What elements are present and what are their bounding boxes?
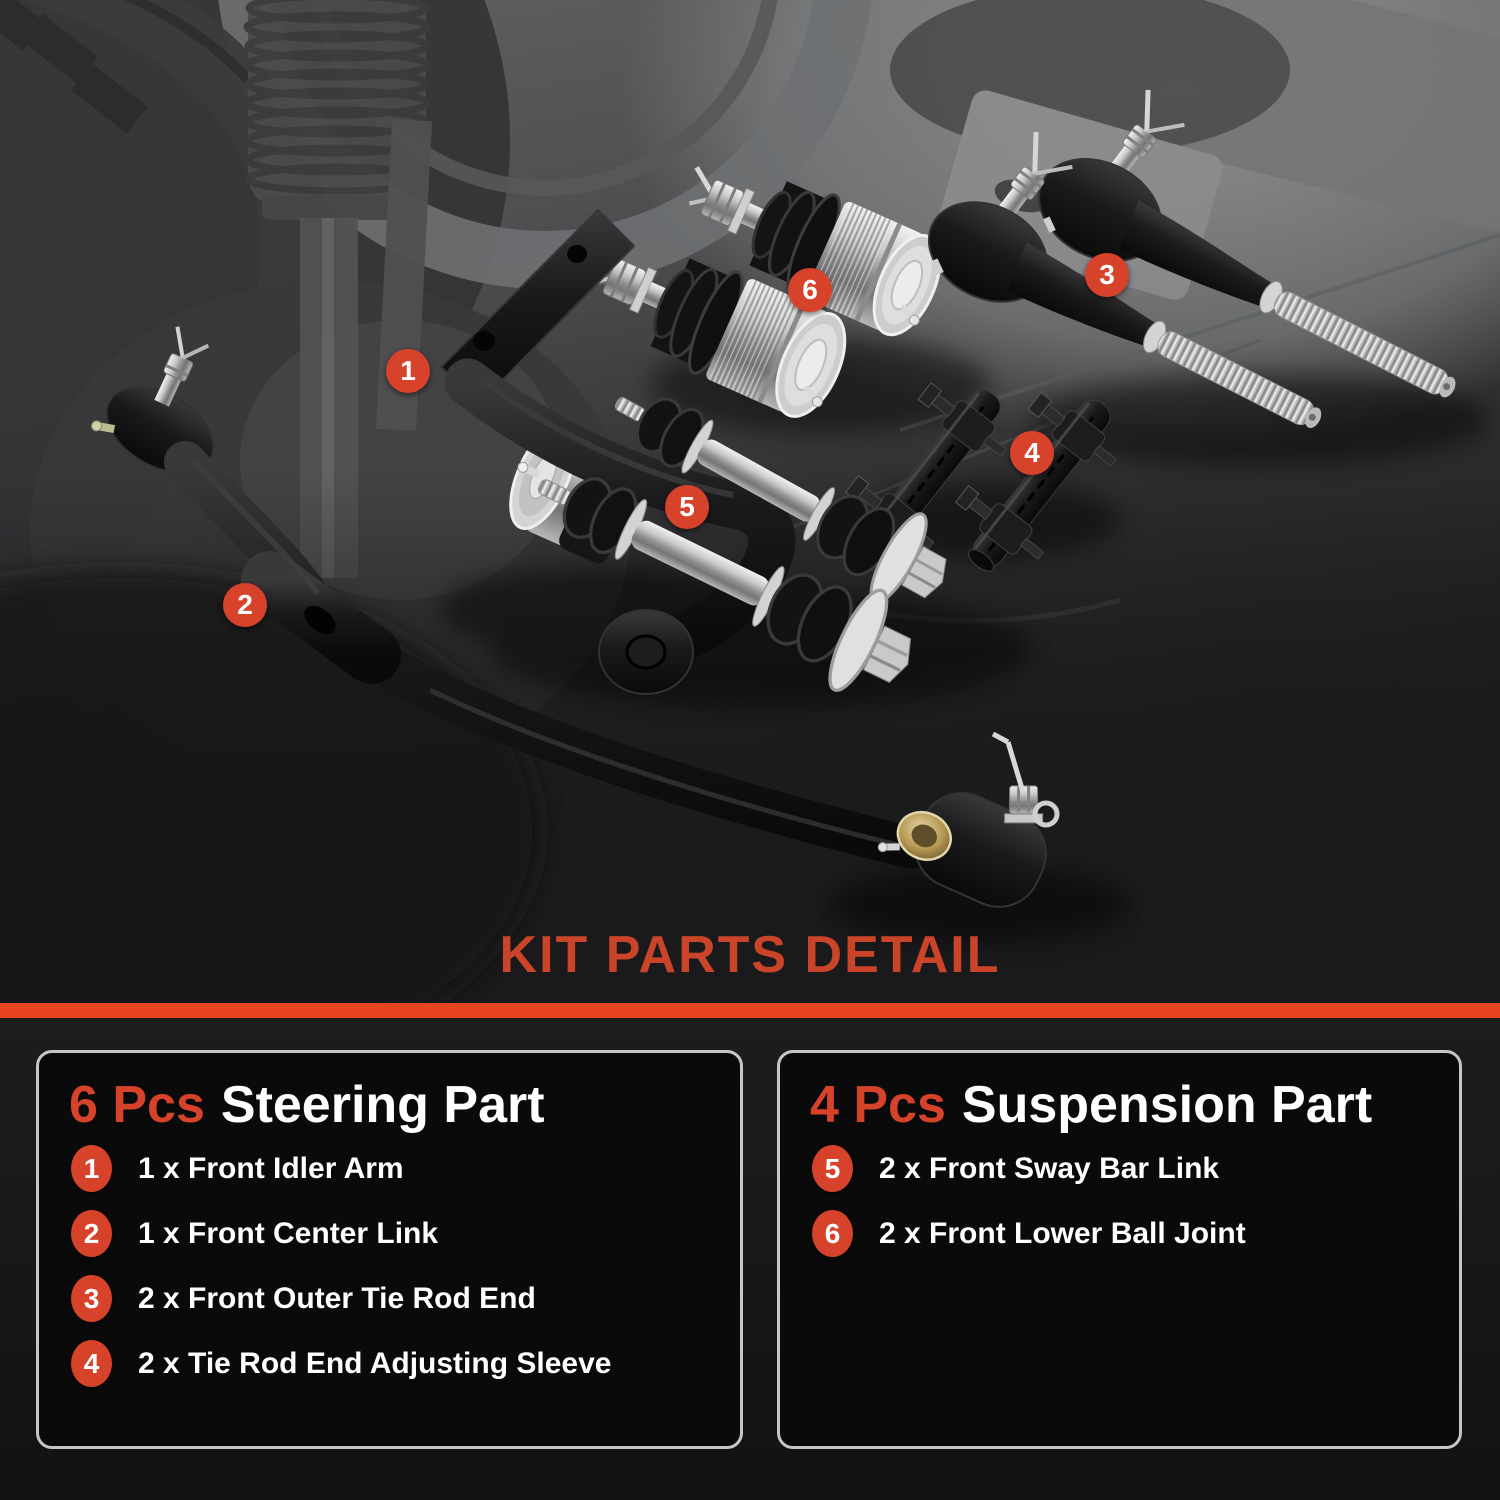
center-link-photo xyxy=(91,326,1060,908)
steering-parts-panel: 6 Pcs Steering Part 1 1 x Front Idler Arm… xyxy=(36,1050,743,1449)
item-number-badge: 6 xyxy=(812,1210,853,1257)
photo-marker-4: 4 xyxy=(1010,431,1054,475)
item-text: 2 x Front Lower Ball Joint xyxy=(879,1216,1246,1250)
item-text: 2 x Front Sway Bar Link xyxy=(879,1151,1220,1185)
suspension-parts-panel: 4 Pcs Suspension Part 5 2 x Front Sway Ba… xyxy=(777,1050,1462,1449)
photo-marker-1: 1 xyxy=(386,349,430,393)
steering-title: Steering Part xyxy=(220,1076,545,1134)
parts-photo-illustration xyxy=(0,0,1500,1003)
sway-bar-links-photo xyxy=(537,397,947,692)
item-number-badge: 4 xyxy=(71,1340,112,1387)
item-text: 1 x Front Idler Arm xyxy=(138,1151,404,1185)
item-number-badge: 1 xyxy=(71,1145,112,1192)
item-text: 2 x Tie Rod End Adjusting Sleeve xyxy=(138,1346,612,1380)
photo-marker-2: 2 xyxy=(223,583,267,627)
steering-count: 6 Pcs xyxy=(69,1076,205,1134)
item-number-badge: 3 xyxy=(71,1275,112,1322)
item-number-badge: 2 xyxy=(71,1210,112,1257)
list-item: 2 1 x Front Center Link xyxy=(71,1210,438,1257)
item-text: 1 x Front Center Link xyxy=(138,1216,439,1250)
kit-detail-section: 6 Pcs Steering Part 1 1 x Front Idler Arm… xyxy=(0,1018,1500,1500)
suspension-count: 4 Pcs xyxy=(810,1076,946,1134)
suspension-title: Suspension Part xyxy=(961,1076,1373,1134)
tie-rod-ends-photo xyxy=(927,89,1456,429)
steering-panel-header: 6 Pcs Steering Part xyxy=(69,1075,545,1135)
red-divider-bar xyxy=(0,1003,1500,1018)
idler-arm-photo xyxy=(440,209,796,695)
parts-photo xyxy=(0,0,1500,1003)
list-item: 6 2 x Front Lower Ball Joint xyxy=(812,1210,1246,1257)
list-item: 3 2 x Front Outer Tie Rod End xyxy=(71,1275,536,1322)
list-item: 5 2 x Front Sway Bar Link xyxy=(812,1145,1219,1192)
suspension-panel-header: 4 Pcs Suspension Part xyxy=(810,1075,1372,1135)
list-item: 4 2 x Tie Rod End Adjusting Sleeve xyxy=(71,1340,611,1387)
list-item: 1 1 x Front Idler Arm xyxy=(71,1145,404,1192)
photo-marker-6: 6 xyxy=(788,268,832,312)
item-number-badge: 5 xyxy=(812,1145,853,1192)
photo-marker-3: 3 xyxy=(1085,253,1129,297)
section-title: KIT PARTS DETAIL xyxy=(499,926,1001,984)
photo-marker-5: 5 xyxy=(665,485,709,529)
item-text: 2 x Front Outer Tie Rod End xyxy=(138,1281,536,1315)
